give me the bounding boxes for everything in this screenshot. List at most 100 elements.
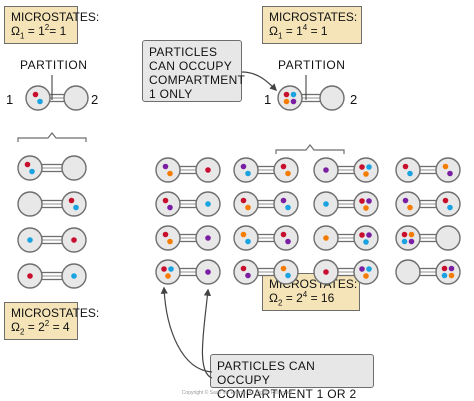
compartment-2-circle: [61, 155, 87, 181]
compartment-2-circle: [319, 85, 345, 111]
particle-dot: [280, 231, 287, 238]
particle-dot: [323, 269, 329, 275]
particle-dot: [363, 171, 369, 177]
compartment-2-label-left: 2: [91, 92, 99, 107]
particle-dot: [240, 197, 247, 204]
particle-dot: [205, 269, 211, 275]
dumbbell-microstate: [155, 259, 221, 285]
microstates-box-left-top: MICROSTATES: Ω1 = 12= 1: [4, 6, 99, 44]
compartment-1-circle: [233, 225, 259, 251]
particle-dot: [165, 273, 171, 279]
compartment-1-circle: [277, 85, 303, 111]
callout-compartment-1-only: PARTICLES CAN OCCUPY COMPARTMENT 1 ONLY: [142, 40, 246, 102]
arrow-callout-bottom-1: [160, 286, 213, 373]
dumbbell-microstate: [313, 225, 379, 251]
particle-dot: [167, 238, 173, 245]
dumbbell-left-state: [17, 263, 87, 289]
particle-dot: [359, 198, 365, 204]
copyright-text: Copyright © Save My Exams. All Rights Re…: [181, 390, 293, 396]
compartment-1-circle: [17, 191, 43, 217]
callout-compartment-1-or-2: PARTICLES CAN OCCUPY COMPARTMENT 1 OR 2: [210, 354, 374, 401]
dumbbell-microstate: [155, 191, 221, 217]
omega-equation: Ω1 = 14 = 1: [269, 23, 328, 41]
compartment-2-circle: [435, 157, 461, 183]
microstates-heading: MICROSTATES:: [269, 10, 358, 24]
particle-dot: [408, 238, 415, 245]
particle-dot: [280, 197, 287, 204]
particle-dot: [290, 91, 297, 98]
particle-dot: [285, 238, 291, 245]
compartment-2-circle: [63, 85, 89, 111]
particle-dot: [447, 204, 453, 211]
compartment-1-label-right: 1: [264, 92, 272, 107]
particle-dot: [205, 167, 211, 173]
particle-dot: [283, 91, 290, 98]
dumbbell-microstate: [313, 191, 379, 217]
particle-dot: [240, 265, 247, 272]
particle-dot: [283, 98, 290, 105]
particle-dot: [363, 205, 369, 211]
particle-dot: [37, 98, 43, 105]
dumbbell-left-state: [17, 191, 87, 217]
compartment-2-circle: [273, 225, 299, 251]
particle-dot: [73, 204, 79, 211]
particle-dot: [245, 204, 251, 211]
particle-dot: [441, 272, 448, 279]
particle-dot: [280, 163, 287, 170]
particle-dot: [442, 163, 449, 170]
particle-dot: [359, 232, 365, 238]
callout-line: COMPARTMENT: [149, 73, 246, 87]
compartment-1-circle: [155, 225, 181, 251]
dumbbell-microstate: [395, 225, 461, 251]
particle-dot: [27, 273, 33, 279]
particle-dot: [407, 170, 413, 177]
brace-right: [275, 144, 345, 154]
callout-line: COMPARTMENT 1 OR 2: [217, 387, 357, 401]
compartment-1-circle: [395, 157, 421, 183]
particle-dot: [408, 231, 415, 238]
dumbbell-left-state: [17, 227, 87, 253]
compartment-2-circle: [353, 259, 379, 285]
compartment-2-circle: [273, 191, 299, 217]
compartment-2-circle: [353, 157, 379, 183]
partition-label-left: PARTITION: [20, 58, 88, 72]
compartment-1-circle: [25, 85, 51, 111]
compartment-1-label-left: 1: [6, 92, 14, 107]
particle-dot: [359, 266, 365, 272]
compartment-2-label-right: 2: [350, 92, 358, 107]
compartment-2-circle: [273, 157, 299, 183]
compartment-2-circle: [435, 259, 461, 285]
dumbbell-microstate: [233, 259, 299, 285]
brace-left: [17, 132, 87, 142]
dumbbell-left-initial: [25, 85, 89, 111]
particle-dot: [285, 272, 291, 279]
callout-line: PARTICLES: [149, 45, 218, 59]
particle-dot: [162, 197, 169, 204]
particle-dot: [366, 198, 372, 204]
particle-dot: [401, 238, 408, 245]
particle-dot: [245, 272, 251, 279]
particle-dot: [168, 266, 174, 272]
compartment-2-circle: [353, 191, 379, 217]
particle-dot: [402, 197, 409, 204]
particle-dot: [366, 164, 372, 170]
particle-dot: [71, 273, 77, 279]
compartment-1-circle: [395, 225, 421, 251]
compartment-2-circle: [273, 259, 299, 285]
particle-dot: [24, 161, 31, 168]
compartment-1-circle: [233, 191, 259, 217]
particle-dot: [402, 163, 409, 170]
compartment-2-circle: [435, 225, 461, 251]
dumbbell-right-initial: [277, 85, 345, 111]
particle-dot: [29, 168, 35, 175]
callout-line: PARTICLES CAN OCCUPY: [217, 359, 316, 387]
particle-dot: [167, 170, 173, 177]
arrow-callout-bottom-2: [201, 288, 213, 379]
dumbbell-microstate: [233, 225, 299, 251]
particle-dot: [447, 170, 453, 177]
compartment-1-circle: [155, 259, 181, 285]
compartment-1-circle: [395, 191, 421, 217]
particle-dot: [205, 201, 211, 207]
